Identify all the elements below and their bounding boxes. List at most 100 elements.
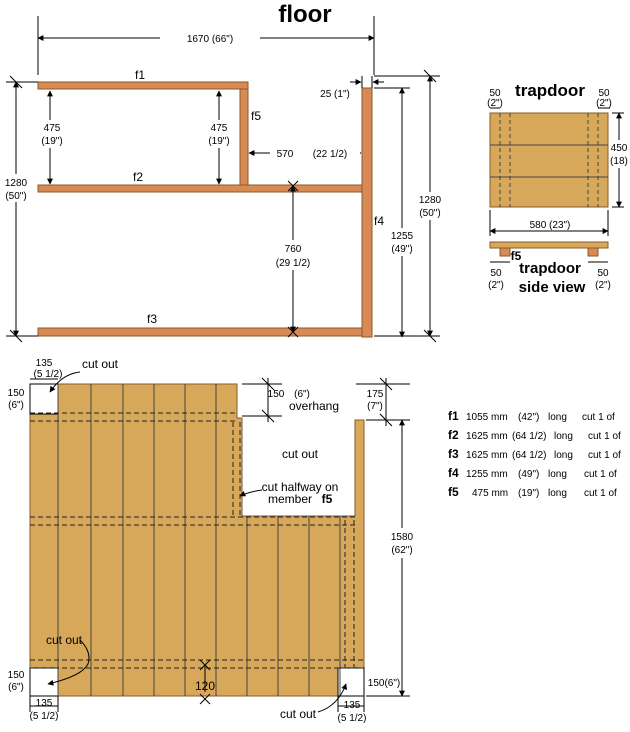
trapdoor-side-50-right-in: (2") [595,280,611,291]
cut-out-middle-label: cut out [282,447,319,461]
dim-475-mid: 475 [211,123,228,134]
cut-list-inches: (49") [518,469,539,480]
overall-width-label: 1670 (66") [187,34,233,45]
cut-list-row: f2 1625 mm (64 1/2) long cut 1 of [448,428,621,442]
cut-list-length: 1625 mm [466,450,508,461]
cut-list-length: 1255 mm [466,469,508,480]
trapdoor-dim-580: 580 (23") [530,220,571,231]
member-f5 [239,88,249,186]
cut-list-qty: cut 1 of [584,488,617,499]
cut-list-unit: long [554,431,573,442]
cut-list-row: f3 1625 mm (64 1/2) long cut 1 of [448,447,621,461]
trapdoor-dim-450-in: (18) [610,156,628,167]
cut-list-inches: (19") [518,488,539,499]
dim-135-bottom-left-in: (5 1/2) [30,711,59,722]
cut-list-member: f2 [448,428,459,442]
dim-150-overhang: 150 [268,389,285,400]
cut-list-unit: long [548,412,567,423]
dim-1580-in: (62") [391,545,412,556]
member-f2 [37,184,364,193]
dim-475-left: 475 [44,123,61,134]
dim-135-bottom-left: 135 [36,698,53,709]
dim-175-in: (7") [367,401,383,412]
label-f3: f3 [147,312,157,326]
cut-out-top-label: cut out [82,357,119,371]
cut-list-member: f4 [448,466,459,480]
cut-list-unit: long [548,469,567,480]
cut-list-member: f1 [448,409,459,423]
dim-760-in: (29 1/2) [276,258,310,269]
trapdoor-side-50-left-in: (2") [488,280,504,291]
dim-135-bottom-right-in: (5 1/2) [338,713,367,724]
trapdoor-dim-450: 450 [611,143,628,154]
dim-475-left-in: (19") [41,136,62,147]
cutout-bottom-right [337,667,365,697]
trapdoor-label-f5: f5 [511,249,522,263]
cut-out-left-label: cut out [46,633,83,647]
cut-halfway-label-2: member [268,492,312,506]
dim-1255-in: (49") [391,244,412,255]
dim-135-top-in: (5 1/2) [34,369,63,380]
trapdoor-side-title-2: side view [519,279,586,296]
dim-25: 25 (1") [320,89,350,100]
dim-120: 120 [195,679,215,693]
dim-150-bottom-left-in: (6") [8,682,24,693]
cut-list-member: f5 [448,485,459,499]
member-f3 [37,327,363,337]
dim-150-overhang-in: (6") [294,389,310,400]
frame-members [37,81,373,338]
cut-list-qty: cut 1 of [588,450,621,461]
trapdoor-dim-50-right-in: (2") [596,98,612,109]
cut-list: f1 1055 mm (42") long cut 1 of f2 1625 m… [448,409,621,499]
label-f1: f1 [135,68,145,82]
floor-title: floor [278,1,331,28]
dim-150-bottom-left: 150 [8,670,25,681]
dim-150-top-left-in: (6") [8,400,24,411]
cutout-bottom-left [29,667,59,697]
cut-list-qty: cut 1 of [584,469,617,480]
trapdoor-side-50-left: 50 [490,268,502,279]
dim-135-top: 135 [36,358,53,369]
cut-list-row: f5 475 mm (19") long cut 1 of [448,485,617,499]
dim-150-top-left: 150 [8,388,25,399]
label-f5: f5 [251,109,261,123]
dim-1280-right-in: (50") [419,208,440,219]
cut-out-bottom-label: cut out [280,707,317,721]
trapdoor-side-50-right: 50 [597,268,609,279]
cut-list-row: f1 1055 mm (42") long cut 1 of [448,409,615,423]
cut-list-qty: cut 1 of [582,412,615,423]
trapdoor-dim-50-right: 50 [598,88,610,99]
cut-halfway-label-1: cut halfway on [262,480,339,494]
cut-list-qty: cut 1 of [588,431,621,442]
trapdoor-panel [489,112,609,208]
cut-halfway-label-f5: f5 [322,492,333,506]
trapdoor-dim-50-left: 50 [489,88,501,99]
member-f1 [37,81,249,90]
trapdoor-side-title-1: trapdoor [519,260,581,277]
cut-list-length: 1055 mm [466,412,508,423]
cut-list-row: f4 1255 mm (49") long cut 1 of [448,466,617,480]
label-f2: f2 [133,170,143,184]
dim-135-bottom-right: 135 [344,700,361,711]
dim-1255: 1255 [391,231,414,242]
dim-570: 570 [277,149,294,160]
member-f4 [361,87,373,338]
dim-1280-left-in: (50") [5,191,26,202]
dim-760: 760 [285,244,302,255]
floor-boards [29,383,365,697]
trapdoor-title: trapdoor [515,81,585,100]
cut-list-inches: (64 1/2) [512,431,546,442]
trapdoor-side-view [489,241,609,257]
cut-list-unit: long [554,450,573,461]
cutout-top-left [29,383,59,415]
cut-list-member: f3 [448,447,459,461]
dim-175: 175 [367,389,384,400]
trapdoor-dim-50-left-in: (2") [487,98,503,109]
cut-list-length: 1625 mm [466,431,508,442]
cut-list-unit: long [548,488,567,499]
dim-1580: 1580 [391,532,414,543]
cut-list-inches: (64 1/2) [512,450,546,461]
label-f4: f4 [374,214,384,228]
